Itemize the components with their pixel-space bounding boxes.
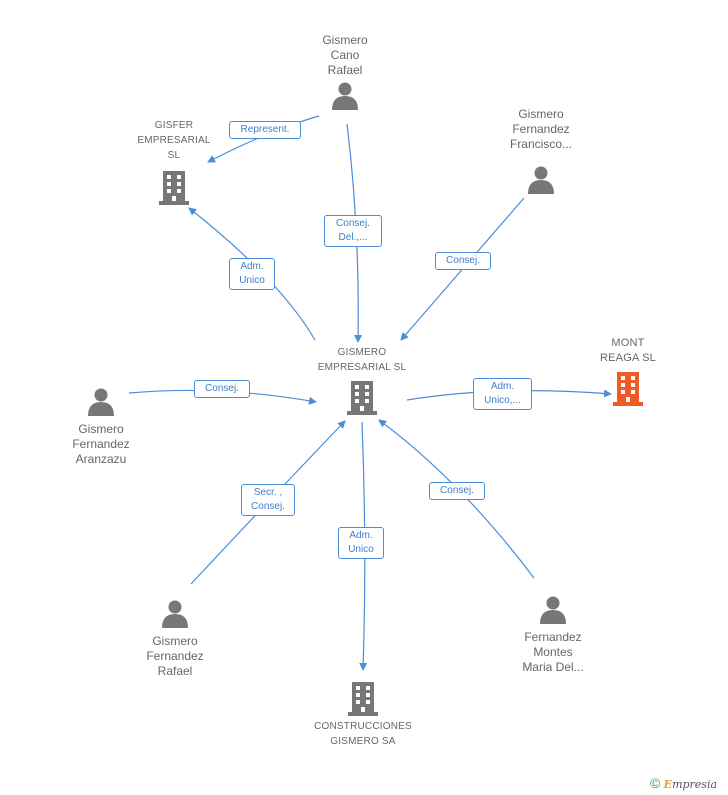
node-label: Gismero Fernandez Francisco... [509, 107, 572, 151]
edge-label-adm-unico-gisfer: Adm. Unico [229, 258, 275, 290]
node-gismero-fernandez-aranzazu[interactable]: Gismero Fernandez Aranzazu [51, 386, 151, 467]
edge-label-consej-del: Consej. Del.,... [324, 215, 382, 247]
brand-name: Empresia [663, 778, 718, 791]
person-icon [88, 388, 114, 416]
building-icon [613, 372, 643, 406]
edge-label-adm-unico-mont: Adm. Unico,... [473, 378, 532, 410]
edge-label-adm-unico-constr: Adm. Unico [338, 527, 384, 559]
edge-label-represent: Represent. [229, 121, 301, 139]
person-icon [162, 600, 188, 628]
node-label: GISFER EMPRESARIAL SL [137, 120, 211, 161]
edge-label-secr-consej: Secr. , Consej. [241, 484, 295, 516]
building-icon [348, 682, 378, 716]
node-gismero-empresarial-sl[interactable]: GISMERO EMPRESARIAL SL [302, 345, 422, 415]
node-label: MONT REAGA SL [599, 337, 656, 364]
node-mont-reaga-sl[interactable]: MONT REAGA SL [582, 336, 674, 406]
node-gismero-cano-rafael[interactable]: Gismero Cano Rafael [295, 33, 395, 110]
node-label: Gismero Cano Rafael [322, 33, 368, 77]
node-fernandez-montes-maria[interactable]: Fernandez Montes Maria Del... [503, 594, 603, 675]
node-gismero-fernandez-rafael[interactable]: Gismero Fernandez Rafael [125, 598, 225, 679]
node-construcciones-gismero-sa[interactable]: CONSTRUCCIONES GISMERO SA [296, 680, 430, 749]
edge-label-consej-francisco: Consej. [435, 252, 491, 270]
building-icon [159, 171, 189, 205]
person-icon [540, 596, 566, 624]
person-icon [332, 82, 358, 110]
edge-label-consej-maria: Consej. [429, 482, 485, 500]
node-label: CONSTRUCCIONES GISMERO SA [314, 721, 412, 747]
node-gisfer-empresarial[interactable]: GISFER EMPRESARIAL SL [124, 118, 224, 205]
node-gismero-fernandez-francisco[interactable]: Gismero Fernandez Francisco... [491, 107, 591, 194]
copyright-symbol: © [650, 775, 661, 791]
building-icon [347, 381, 377, 415]
edge-label-consej-aranzazu: Consej. [194, 380, 250, 398]
person-icon [528, 166, 554, 194]
node-label: Gismero Fernandez Rafael [146, 634, 204, 678]
node-label: Gismero Fernandez Aranzazu [72, 422, 130, 466]
node-label: GISMERO EMPRESARIAL SL [317, 347, 407, 373]
node-label: Fernandez Montes Maria Del... [522, 630, 584, 674]
empresia-logo: © Empresia [650, 775, 717, 791]
